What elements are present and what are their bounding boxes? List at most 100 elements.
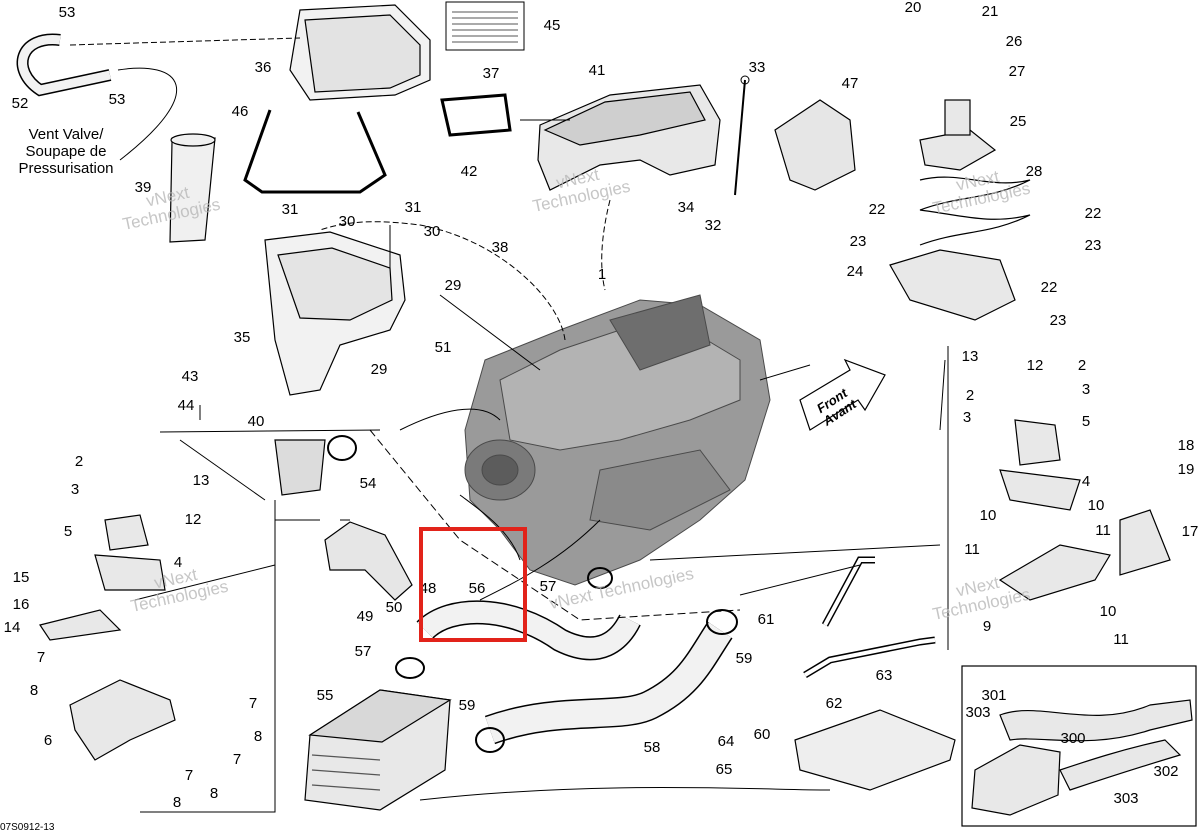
callout-20: 20 bbox=[904, 0, 922, 16]
caution-label bbox=[445, 1, 525, 51]
engine-assembly bbox=[464, 294, 771, 586]
callout-23: 23 bbox=[1049, 312, 1067, 329]
callout-7: 7 bbox=[232, 751, 242, 768]
intercooler bbox=[304, 689, 452, 811]
callout-31: 31 bbox=[281, 201, 299, 218]
callout-303: 303 bbox=[965, 704, 991, 721]
callout-8: 8 bbox=[209, 785, 219, 802]
airbox-cover bbox=[289, 4, 431, 101]
callout-34: 34 bbox=[677, 199, 695, 216]
callout-40: 40 bbox=[247, 413, 265, 430]
callout-19: 19 bbox=[1177, 461, 1195, 478]
callout-17: 17 bbox=[1181, 523, 1199, 540]
engine-cover bbox=[537, 84, 721, 191]
callout-7: 7 bbox=[248, 695, 258, 712]
callout-8: 8 bbox=[172, 794, 182, 811]
callout-2: 2 bbox=[1077, 357, 1087, 374]
callout-11: 11 bbox=[1113, 631, 1129, 648]
callout-59: 59 bbox=[735, 650, 753, 667]
callout-302: 302 bbox=[1153, 763, 1179, 780]
vent-valve-line-1: Vent Valve/ bbox=[28, 126, 104, 143]
vent-valve-line-2: Soupape de bbox=[25, 143, 107, 160]
part-47 bbox=[774, 99, 856, 191]
callout-58: 58 bbox=[643, 739, 661, 756]
left-group-frame bbox=[140, 500, 276, 813]
callout-55: 55 bbox=[316, 687, 334, 704]
airbox-lower bbox=[264, 231, 406, 396]
callout-61: 61 bbox=[757, 611, 775, 628]
callout-3: 3 bbox=[962, 409, 972, 426]
callout-7: 7 bbox=[36, 649, 46, 666]
callout-14: 14 bbox=[3, 619, 21, 636]
callout-62: 62 bbox=[825, 695, 843, 712]
callout-52: 52 bbox=[11, 95, 29, 112]
callout-63: 63 bbox=[875, 667, 893, 684]
callout-32: 32 bbox=[704, 217, 722, 234]
callout-5: 5 bbox=[63, 523, 73, 540]
vent-valve-line-3: Pressurisation bbox=[18, 160, 114, 177]
callout-2: 2 bbox=[965, 387, 975, 404]
callout-5: 5 bbox=[1081, 413, 1091, 430]
callout-64: 64 bbox=[717, 733, 735, 750]
engine-mount-front-left bbox=[39, 514, 176, 761]
callout-33: 33 bbox=[748, 59, 766, 76]
inset-parts bbox=[971, 699, 1193, 816]
callout-56: 56 bbox=[468, 580, 486, 597]
callout-53: 53 bbox=[58, 4, 76, 21]
callout-10: 10 bbox=[979, 507, 997, 524]
callout-8: 8 bbox=[253, 728, 263, 745]
callout-51: 51 bbox=[434, 339, 452, 356]
callout-47: 47 bbox=[841, 75, 859, 92]
callout-22: 22 bbox=[1040, 279, 1058, 296]
callout-16: 16 bbox=[12, 596, 30, 613]
callout-10: 10 bbox=[1099, 603, 1117, 620]
callout-303: 303 bbox=[1113, 790, 1139, 807]
engine-mount-rear bbox=[889, 99, 1031, 321]
callout-301: 301 bbox=[981, 687, 1007, 704]
callout-28: 28 bbox=[1025, 163, 1043, 180]
hose-40 bbox=[274, 439, 326, 496]
callout-18: 18 bbox=[1177, 437, 1195, 454]
callout-48: 48 bbox=[419, 580, 437, 597]
drawing-code: 07S0912-13 bbox=[0, 822, 55, 833]
callout-23: 23 bbox=[1084, 237, 1102, 254]
wire-46 bbox=[243, 109, 387, 194]
callout-8: 8 bbox=[29, 682, 39, 699]
heat-shield-62 bbox=[794, 709, 956, 791]
callout-9: 9 bbox=[982, 618, 992, 635]
callout-2: 2 bbox=[74, 453, 84, 470]
callout-37: 37 bbox=[482, 65, 500, 82]
callout-60: 60 bbox=[753, 726, 771, 743]
callout-26: 26 bbox=[1005, 33, 1023, 50]
engine-mount-front-right bbox=[998, 419, 1171, 601]
callout-300: 300 bbox=[1060, 730, 1086, 747]
callout-38: 38 bbox=[491, 239, 509, 256]
callout-27: 27 bbox=[1008, 63, 1026, 80]
callout-29: 29 bbox=[370, 361, 388, 378]
callout-3: 3 bbox=[1081, 381, 1091, 398]
callout-49: 49 bbox=[356, 608, 374, 625]
callout-1: 1 bbox=[597, 266, 607, 283]
callout-35: 35 bbox=[233, 329, 251, 346]
vent-valve-label: Vent Valve/ Soupape de Pressurisation bbox=[6, 126, 126, 177]
callout-31: 31 bbox=[404, 199, 422, 216]
callout-30: 30 bbox=[423, 223, 441, 240]
callout-42: 42 bbox=[460, 163, 478, 180]
callout-39: 39 bbox=[134, 179, 152, 196]
callout-45: 45 bbox=[543, 17, 561, 34]
inset-frame bbox=[961, 665, 1197, 827]
callout-54: 54 bbox=[359, 475, 377, 492]
callout-12: 12 bbox=[1026, 357, 1044, 374]
highlight-box-part-56 bbox=[419, 527, 527, 642]
callout-4: 4 bbox=[1081, 473, 1091, 490]
callout-24: 24 bbox=[846, 263, 864, 280]
callout-50: 50 bbox=[385, 599, 403, 616]
callout-57: 57 bbox=[539, 578, 557, 595]
callout-3: 3 bbox=[70, 481, 80, 498]
callout-57: 57 bbox=[354, 643, 372, 660]
callout-30: 30 bbox=[338, 213, 356, 230]
callout-11: 11 bbox=[964, 541, 980, 558]
callout-7: 7 bbox=[184, 767, 194, 784]
